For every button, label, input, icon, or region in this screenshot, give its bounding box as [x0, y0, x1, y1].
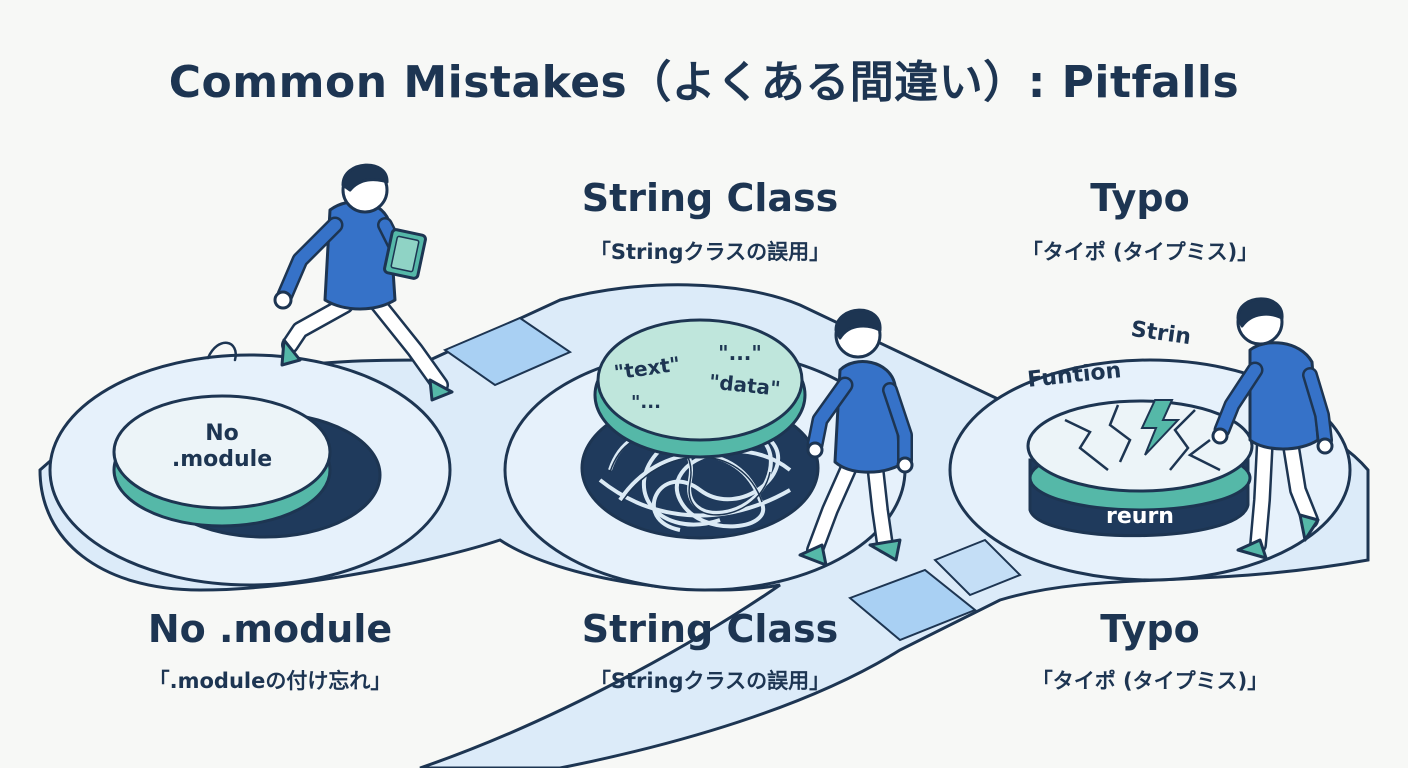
upper-subtitle-string-class: 「Stringクラスの誤用」 [589, 240, 831, 264]
person-jumping [206, 163, 454, 402]
pit-no-module: No.module [48, 353, 452, 587]
heading-typo: Typo [1100, 607, 1200, 651]
person-standing [1211, 297, 1334, 560]
upper-heading-string-class: String Class [581, 176, 839, 220]
displaced-lid [112, 394, 332, 528]
bubble-word: "... [631, 392, 661, 413]
pit-string-class: "text" "..." "data" "... [503, 318, 907, 592]
subtitle-string-class: 「Stringクラスの誤用」 [589, 669, 831, 693]
subtitle-typo: 「タイポ (タイプミス)」 [1031, 669, 1269, 693]
page-title: Common Mistakes（よくある間違い）: Pitfalls [168, 57, 1240, 108]
pit-label: reurn [1106, 504, 1174, 529]
heading-no-module: No .module [147, 607, 393, 651]
subtitle-no-module: 「.moduleの付け忘れ」 [148, 669, 392, 693]
floating-word: Strin [1129, 317, 1192, 350]
heading-string-class: String Class [581, 607, 839, 651]
crack-icon [1064, 404, 1221, 472]
tablet-icon [383, 228, 427, 280]
upper-subtitle-typo: 「タイポ (タイプミス)」 [1021, 240, 1259, 264]
person-walking [798, 308, 914, 567]
word-bubble [593, 318, 807, 459]
bubble-word: "..." [718, 341, 762, 365]
pit-lid-text: No.module [172, 421, 272, 472]
upper-heading-typo: Typo [1090, 176, 1190, 220]
lightning-icon [1140, 399, 1181, 456]
